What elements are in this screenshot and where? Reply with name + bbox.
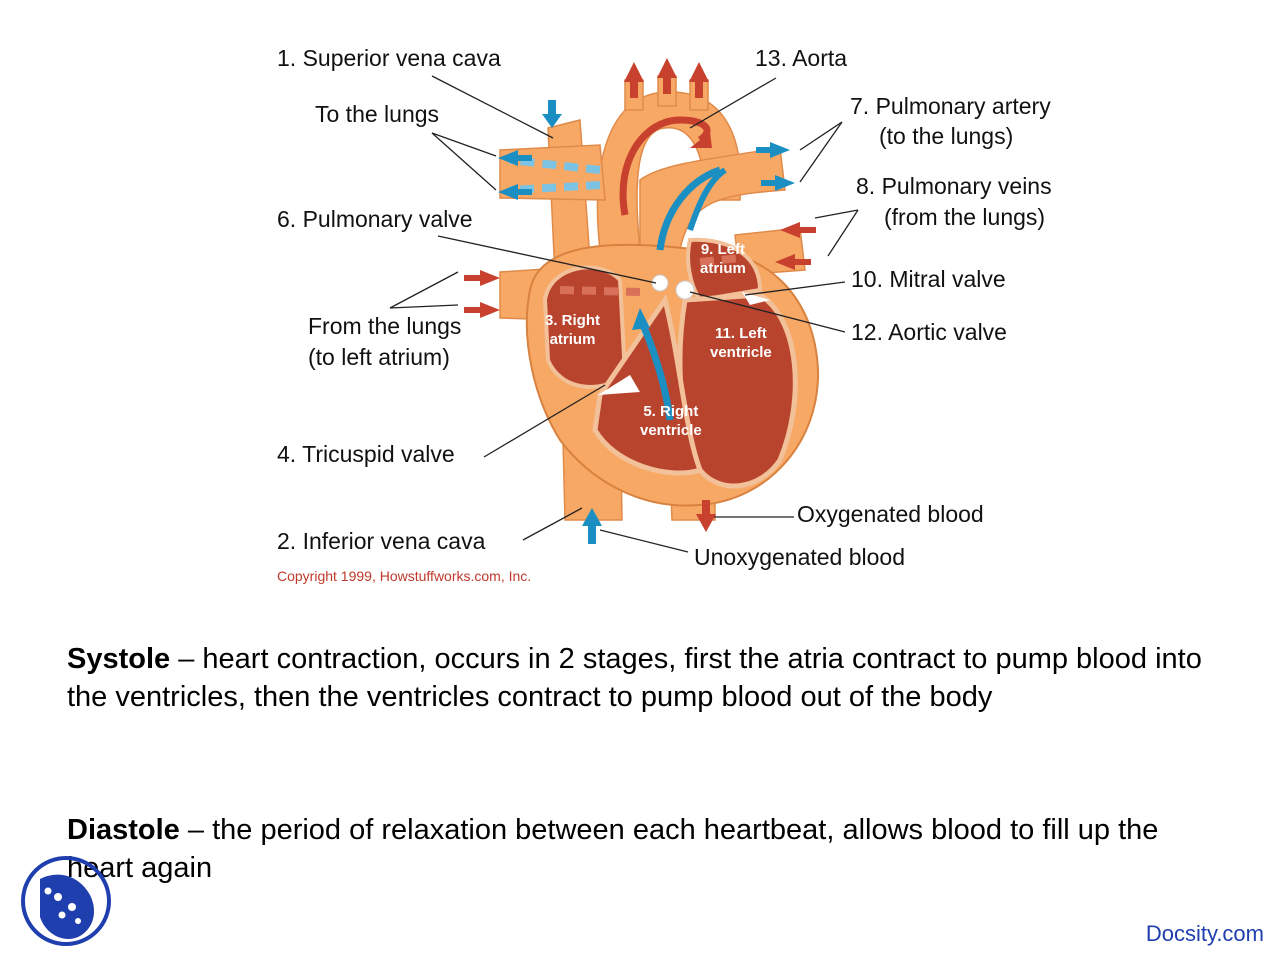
mitral-valve-shape [742,292,770,305]
label-unoxygenated-blood: Unoxygenated blood [694,544,905,570]
to-lungs-dashed-1 [509,156,601,174]
aortic-valve-shape [675,280,695,300]
label-aorta: 13. Aorta [755,45,848,71]
label-pulmonary-artery-sub: (to the lungs) [879,123,1014,149]
label-pulmonary-veins: 8. Pulmonary veins [856,173,1052,199]
diastole-definition: – the period of relaxation between each … [67,814,1159,884]
label-tricuspid-valve: 4. Tricuspid valve [277,441,455,467]
heart-illustration [389,58,859,553]
pulmonary-trunk-flow-arrow [656,166,722,251]
label-inferior-vena-cava: 2. Inferior vena cava [277,528,486,554]
left-atrium-chamber [686,237,763,303]
systole-definition: – heart contraction, occurs in 2 stages,… [67,643,1202,713]
label-mitral-valve: 10. Mitral valve [851,266,1006,292]
leader-lines [389,75,859,553]
right-ventricle-chamber [592,293,704,476]
label-pulmonary-valve: 6. Pulmonary valve [277,206,473,232]
pulmonary-valve-shape [651,274,669,292]
aorta-flow-arrow [619,116,711,216]
docsity-logo-icon [20,855,112,947]
copyright-notice: Copyright 1999, Howstuffworks.com, Inc. [277,568,532,584]
from-lungs-dashed [559,286,641,296]
svc-flow-arrow [542,114,562,128]
diastole-term: Diastole [67,814,180,846]
heart-diagram: 1. Superior vena cava 13. Aorta To the l… [277,45,1052,584]
label-from-the-lungs-sub: (to left atrium) [308,344,450,370]
heart-body [525,237,820,507]
label-pulmonary-veins-sub: (from the lungs) [884,204,1046,230]
tricuspid-valve-shape [598,375,640,395]
label-aortic-valve: 12. Aortic valve [851,319,1007,345]
flow-arrows [464,58,816,544]
label-pulmonary-artery: 7. Pulmonary artery [850,93,1051,119]
systole-paragraph: Systole – heart contraction, occurs in 2… [67,640,1227,716]
label-from-the-lungs: From the lungs [308,313,462,339]
docsity-site-link[interactable]: Docsity.com [1145,921,1264,946]
systole-term: Systole [67,643,171,675]
from-lungs-dashed-right [699,254,741,266]
diastole-paragraph: Diastole – the period of relaxation betw… [67,811,1227,887]
label-superior-vena-cava: 1. Superior vena cava [277,45,501,71]
label-oxygenated-blood: Oxygenated blood [797,501,984,527]
label-to-the-lungs: To the lungs [315,101,440,127]
